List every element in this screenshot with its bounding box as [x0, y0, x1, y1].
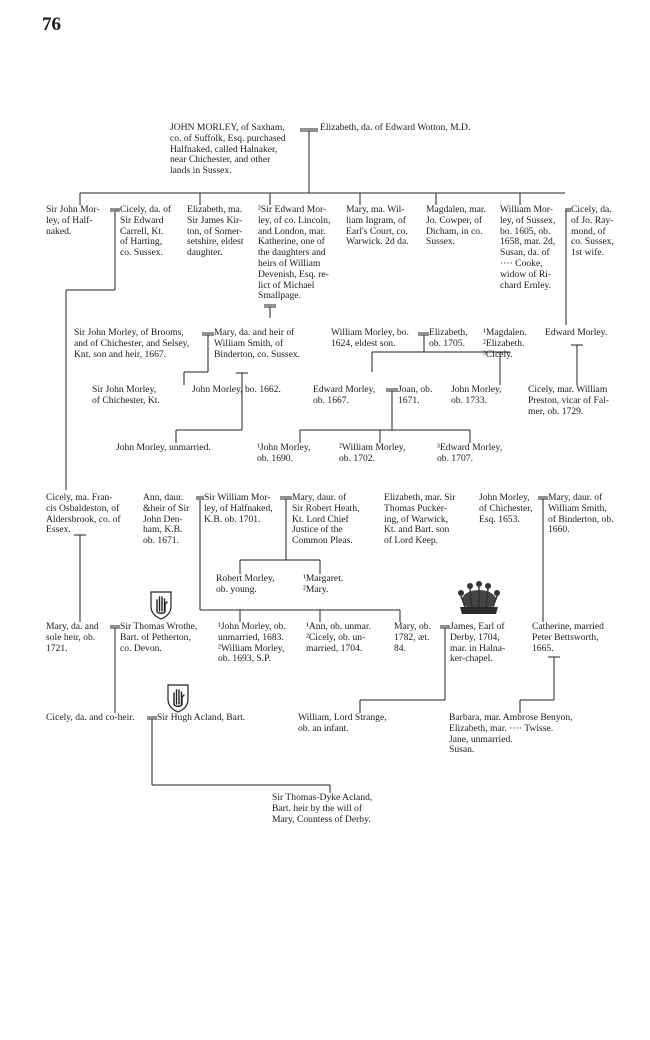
entry-magdalen-cowper: Magdalen, mar. Jo. Cowper, of Dicham, in…: [426, 204, 486, 248]
entry-ann-denham: Ann, daur. &heir of Sir John Den- ham, K…: [143, 492, 190, 547]
entry-james-derby: James, Earl of Derby, 1704, mar. in Haln…: [450, 621, 506, 665]
entry-edward-morley: Edward Morley.: [545, 327, 608, 338]
entry-elizabeth-puckering: Elizabeth, mar. Sir Thomas Pucker- ing, …: [384, 492, 456, 547]
entry-william-strange: William, Lord Strange, ob. an infant.: [298, 712, 387, 734]
entry-edward-1707: ³Edward Morley, ob. 1707.: [437, 442, 503, 464]
entry-sir-hugh-acland: Sir Hugh Acland, Bart.: [157, 712, 246, 723]
entry-mary-1721: Mary, da. and sole heir, ob. 1721.: [46, 621, 99, 654]
red-hand-badge-icon-2: [165, 683, 191, 713]
entry-john-1653: John Morley, of Chichester, Esq. 1653.: [479, 492, 533, 525]
entry-william-1624: William Morley, bo. 1624, eldest son.: [331, 327, 409, 349]
entry-mary-ingram: Mary, ma. Wil- liam Ingram, of Earl's Co…: [346, 204, 409, 248]
entry-john-unmarried: John Morley, unmarried.: [116, 442, 211, 453]
entry-william-sussex: William Mor- ley, of Sussex, bo. 1605, o…: [500, 204, 556, 291]
entry-edward-1667: Edward Morley, ob. 1667.: [313, 384, 376, 406]
entry-cicely-preston: Cicely, mar. William Preston, vicar of F…: [528, 384, 609, 417]
entry-mary-smith-1660: Mary, daur. of William Smith, of Bindert…: [548, 492, 614, 536]
entry-sir-john-halfnaked: Sir John Mor- ley, of Half- naked.: [46, 204, 100, 237]
entry-elizabeth-kirton: Elizabeth, ma. Sir James Kir- ton, of So…: [187, 204, 244, 259]
entry-ann-cicely-1704: ¹Ann, ob. unmar. ²Cicely, ob. un- marrie…: [306, 621, 371, 654]
page-number: 76: [42, 14, 61, 35]
entry-cicely-osbaldeston: Cicely, ma. Fran- cis Osbaldeston, of Al…: [46, 492, 121, 536]
entry-barbara-group: Barbara, mar. Ambrose Benyon, Elizabeth,…: [449, 712, 573, 756]
red-hand-badge-icon: [148, 590, 174, 620]
entry-william-1702: ²William Morley, ob. 1702.: [339, 442, 406, 464]
entry-elizabeth-1705: Elizabeth, ob. 1705.: [429, 327, 468, 349]
entry-mary-heath: Mary, daur. of Sir Robert Heath, Kt. Lor…: [292, 492, 360, 547]
entry-sir-john-chichester: Sir John Morley, of Chichester, Kt.: [92, 384, 160, 406]
entry-cicely-carrell: Cicely, da. of Sir Edward Carrell, Kt. o…: [120, 204, 172, 259]
entry-joan-1671: Joan, ob. 1671.: [398, 384, 433, 406]
entry-catherine-bettsworth: Catherine, married Peter Bettsworth, 166…: [532, 621, 604, 654]
entry-robert-morley: Robert Morley, ob. young.: [216, 573, 275, 595]
entry-magdalen-group: ¹Magdalen. ²Elizabeth. ³Cicely.: [483, 327, 527, 360]
entry-john-1662: John Morley, bo. 1662.: [192, 384, 281, 395]
entry-margaret-mary: ¹Margaret. ²Mary.: [303, 573, 344, 595]
entry-cicely-coheir: Cicely, da. and co-heir.: [46, 712, 135, 723]
entry-sir-william-1701: Sir William Mor- ley, of Halfnaked, K.B.…: [204, 492, 273, 525]
entry-sir-edward-lincoln: ²Sir Edward Mor- ley, of co. Lincoln, an…: [258, 204, 331, 302]
entry-john-1690: ¹John Morley, ob. 1690.: [257, 442, 311, 464]
entry-cicely-raymond: Cicely, da. of Jo. Ray- mond, of co. Sus…: [571, 204, 614, 259]
earl-coronet-icon: [455, 580, 503, 618]
entry-sir-thomas-wrothe: Sir Thomas Wrothe, Bart. of Petherton, c…: [120, 621, 198, 654]
entry-elizabeth-wotton: Elizabeth, da. of Edward Wotton, M.D.: [320, 122, 471, 133]
entry-john-morley: JOHN MORLEY, of Saxham, co. of Suffolk, …: [170, 122, 286, 177]
entry-sir-thomas-dyke: Sir Thomas-Dyke Acland, Bart. heir by th…: [272, 792, 373, 825]
entry-mary-1782: Mary, ob. 1782, æt. 84.: [394, 621, 431, 654]
entry-mary-smith: Mary, da. and heir of William Smith, of …: [214, 327, 301, 360]
entry-sir-john-brooms: Sir John Morley, of Brooms, and of Chich…: [74, 327, 190, 360]
entry-john-1683: ¹John Morley, ob. unmarried, 1683. ²Will…: [218, 621, 286, 665]
entry-john-1733: John Morley, ob. 1733.: [451, 384, 502, 406]
